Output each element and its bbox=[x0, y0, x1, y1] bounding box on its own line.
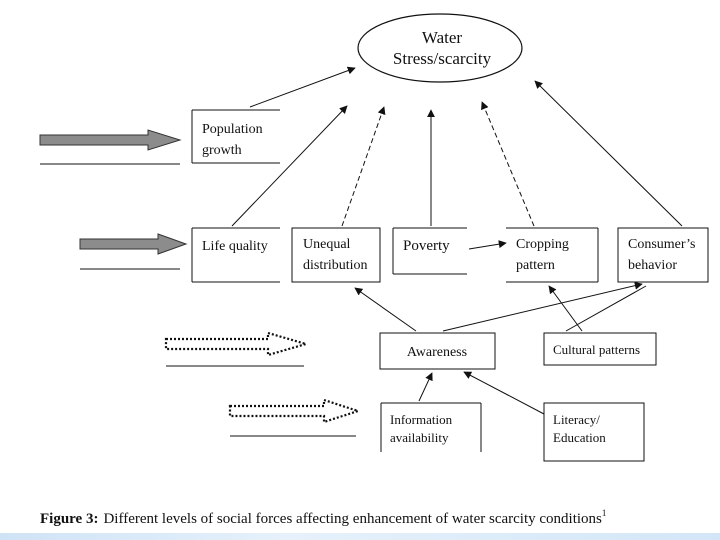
consumer-label-line2: behavior bbox=[628, 258, 677, 273]
arrow-cultural-to-consumer bbox=[565, 285, 647, 332]
population-label-line1: Population bbox=[202, 122, 263, 137]
awareness-label: Awareness bbox=[407, 345, 467, 360]
information-label-line2: availability bbox=[390, 430, 449, 445]
caption-text: Different levels of social forces affect… bbox=[103, 511, 602, 527]
life-quality-node: Life quality bbox=[191, 227, 280, 283]
figure-caption: Figure 3: Different levels of social forc… bbox=[40, 508, 606, 527]
water-stress-label-line2: Stress/scarcity bbox=[393, 49, 492, 68]
unequal-label-line2: distribution bbox=[303, 258, 368, 273]
footer-bar bbox=[0, 533, 720, 540]
unequal-label-line1: Unequal bbox=[303, 237, 351, 252]
information-label-line1: Information bbox=[390, 412, 453, 427]
literacy-education-node: Literacy/ Education bbox=[543, 402, 645, 462]
arrow-cultural-to-cropping bbox=[548, 285, 583, 332]
arrow-life-quality-to-water bbox=[231, 105, 348, 227]
literacy-label-line2: Education bbox=[553, 430, 606, 445]
water-stress-label-line1: Water bbox=[422, 28, 462, 47]
information-availability-node: Information availability bbox=[380, 402, 482, 452]
arrow-information-to-awareness bbox=[418, 372, 433, 402]
population-growth-node: Population growth bbox=[191, 109, 280, 164]
cropping-label-line1: Cropping bbox=[516, 237, 569, 252]
water-stress-node: Water Stress/scarcity bbox=[357, 13, 523, 83]
cropping-label-line2: pattern bbox=[516, 258, 555, 273]
cropping-pattern-node: Cropping pattern bbox=[506, 227, 599, 283]
arrow-population-to-water bbox=[249, 66, 356, 108]
dotted-arrow-information bbox=[228, 398, 362, 437]
cultural-patterns-node: Cultural patterns bbox=[543, 332, 657, 366]
unequal-distribution-node: Unequal distribution bbox=[291, 227, 381, 283]
arrow-consumer-to-water bbox=[534, 80, 683, 227]
solid-arrow-life-quality bbox=[79, 233, 188, 270]
arrow-awareness-to-unequal bbox=[354, 287, 417, 332]
caption-label: Figure 3: bbox=[40, 511, 98, 527]
life-quality-label: Life quality bbox=[202, 239, 268, 254]
arrow-literacy-to-awareness bbox=[463, 371, 545, 415]
consumer-behavior-node: Consumer’s behavior bbox=[617, 227, 709, 283]
poverty-node: Poverty bbox=[392, 227, 467, 275]
solid-arrow-population bbox=[39, 129, 182, 165]
consumer-label-line1: Consumer’s bbox=[628, 237, 695, 252]
cultural-label: Cultural patterns bbox=[553, 342, 640, 357]
dotted-arrow-awareness bbox=[164, 331, 310, 367]
awareness-node: Awareness bbox=[379, 332, 496, 370]
poverty-label: Poverty bbox=[403, 238, 450, 254]
literacy-label-line1: Literacy/ bbox=[553, 412, 600, 427]
connectors bbox=[231, 66, 683, 415]
arrow-unequal-to-water bbox=[341, 106, 386, 227]
population-label-line2: growth bbox=[202, 143, 242, 158]
arrow-poverty-to-cropping bbox=[468, 240, 507, 250]
arrow-cropping-to-water bbox=[481, 101, 535, 227]
caption-superscript: 1 bbox=[602, 508, 607, 518]
arrow-awareness-to-consumer bbox=[442, 281, 643, 332]
